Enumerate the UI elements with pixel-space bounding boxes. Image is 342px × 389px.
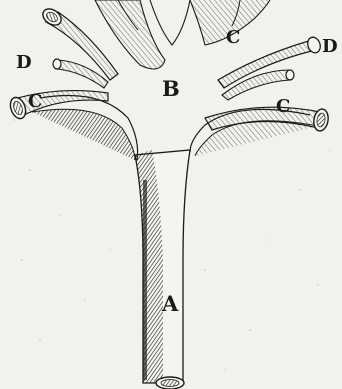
label-d-left: D — [16, 54, 32, 72]
label-c-left: C — [28, 93, 42, 111]
label-a: A — [162, 293, 178, 314]
label-c-upper-right: C — [226, 29, 240, 47]
label-c-right: C — [276, 98, 290, 116]
trunk-vessel — [135, 150, 190, 389]
upper-branch-fan — [95, 0, 270, 69]
label-d-right: D — [322, 38, 338, 56]
label-b: B — [162, 78, 180, 99]
